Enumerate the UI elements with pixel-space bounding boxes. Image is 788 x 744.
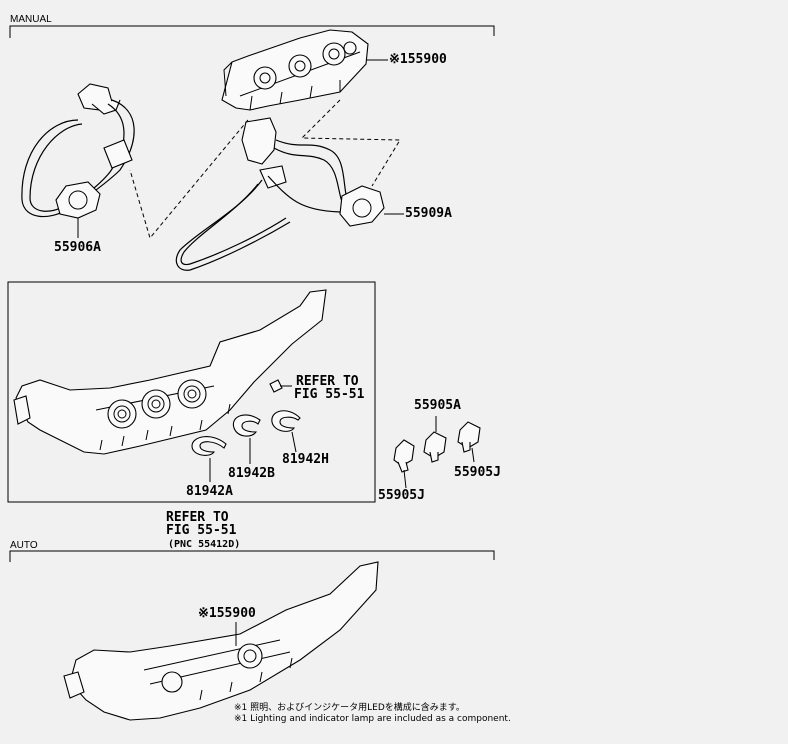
label-55900-auto[interactable]: ※155900 [198,606,256,621]
ring-81942a [191,436,227,456]
label-55906a[interactable]: 55906A [54,240,101,255]
trim-panel-auto [63,561,379,721]
label-refer-bottom-1: REFER TO [166,510,229,525]
label-refer-right-1: REFER TO [296,374,359,389]
leader-55905j-left [403,469,407,489]
bulb-55905j-left [393,439,415,473]
label-55900-top[interactable]: ※155900 [389,52,447,67]
auto-section-bracket [9,550,495,562]
switch-unit-55900-top [221,29,369,111]
footnote-english: ※1 Lighting and indicator lamp are inclu… [234,714,511,724]
label-55909a[interactable]: 55909A [405,206,452,221]
label-55905j-left[interactable]: 55905J [378,488,425,503]
trim-panel-manual [13,289,327,455]
ring-81942b [232,414,261,437]
label-55905j-right[interactable]: 55905J [454,465,501,480]
ring-81942h [271,410,301,432]
label-refer-right-2[interactable]: FIG 55-51 [294,387,365,402]
dash-switch-right [300,99,401,187]
harness-55909a [175,117,385,271]
manual-section-bracket [9,25,495,38]
label-55905a[interactable]: 55905A [414,398,461,413]
bulb-55905a [423,431,447,463]
inset-frame [7,281,376,503]
leader-81942h [291,431,297,453]
label-refer-bottom-2[interactable]: FIG 55-51 [166,523,237,538]
section-auto: AUTO [10,540,38,551]
dash-switch-left [129,119,249,240]
harness-55906a [21,83,135,219]
footnote-japanese: ※1 照明、およびインジケータ用LEDを構成に含みます。 [234,703,465,713]
label-81942a[interactable]: 81942A [186,484,233,499]
bulb-55905j-right [457,421,481,453]
label-81942b[interactable]: 81942B [228,466,275,481]
section-manual: MANUAL [10,14,52,25]
leader-55905j-right [471,447,475,463]
label-81942h[interactable]: 81942H [282,452,329,467]
label-refer-bottom-3: (PNC 55412D) [168,539,241,550]
